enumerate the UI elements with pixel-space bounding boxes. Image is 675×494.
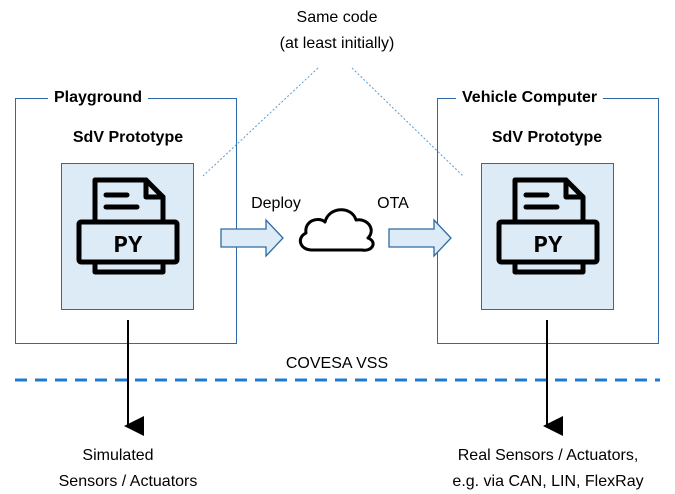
simulated-sensors-label: Simulated	[82, 447, 154, 464]
playground-prototype-label: SdV Prototype	[72, 129, 184, 146]
python-file-icon-right	[496, 177, 600, 275]
vehicle-computer-prototype-label: SdV Prototype	[491, 129, 603, 146]
real-sensors-label: Real Sensors / Actuators,	[457, 447, 639, 464]
vehicle-computer-title: Vehicle Computer	[456, 88, 604, 108]
python-file-icon-left-text: PY	[114, 233, 143, 260]
cloud-icon	[298, 208, 375, 252]
deploy-label: Deploy	[251, 195, 301, 212]
ota-arrow	[388, 218, 452, 258]
ota-label: OTA	[377, 195, 409, 212]
deploy-arrow	[220, 218, 284, 258]
python-file-icon-right-text: PY	[534, 233, 563, 260]
same-code-label: Same code	[296, 9, 378, 26]
playground-title: Playground	[48, 88, 149, 108]
same-code-line-right	[351, 67, 464, 177]
python-file-icon-left	[76, 177, 180, 275]
same-code-subtitle: (at least initially)	[279, 35, 395, 52]
covesa-vss-label: COVESA VSS	[285, 355, 389, 372]
real-sensors-sublabel: e.g. via CAN, LIN, FlexRay	[452, 473, 644, 490]
same-code-line-left	[202, 67, 319, 177]
simulated-sensors-sublabel: Sensors / Actuators	[58, 473, 198, 490]
